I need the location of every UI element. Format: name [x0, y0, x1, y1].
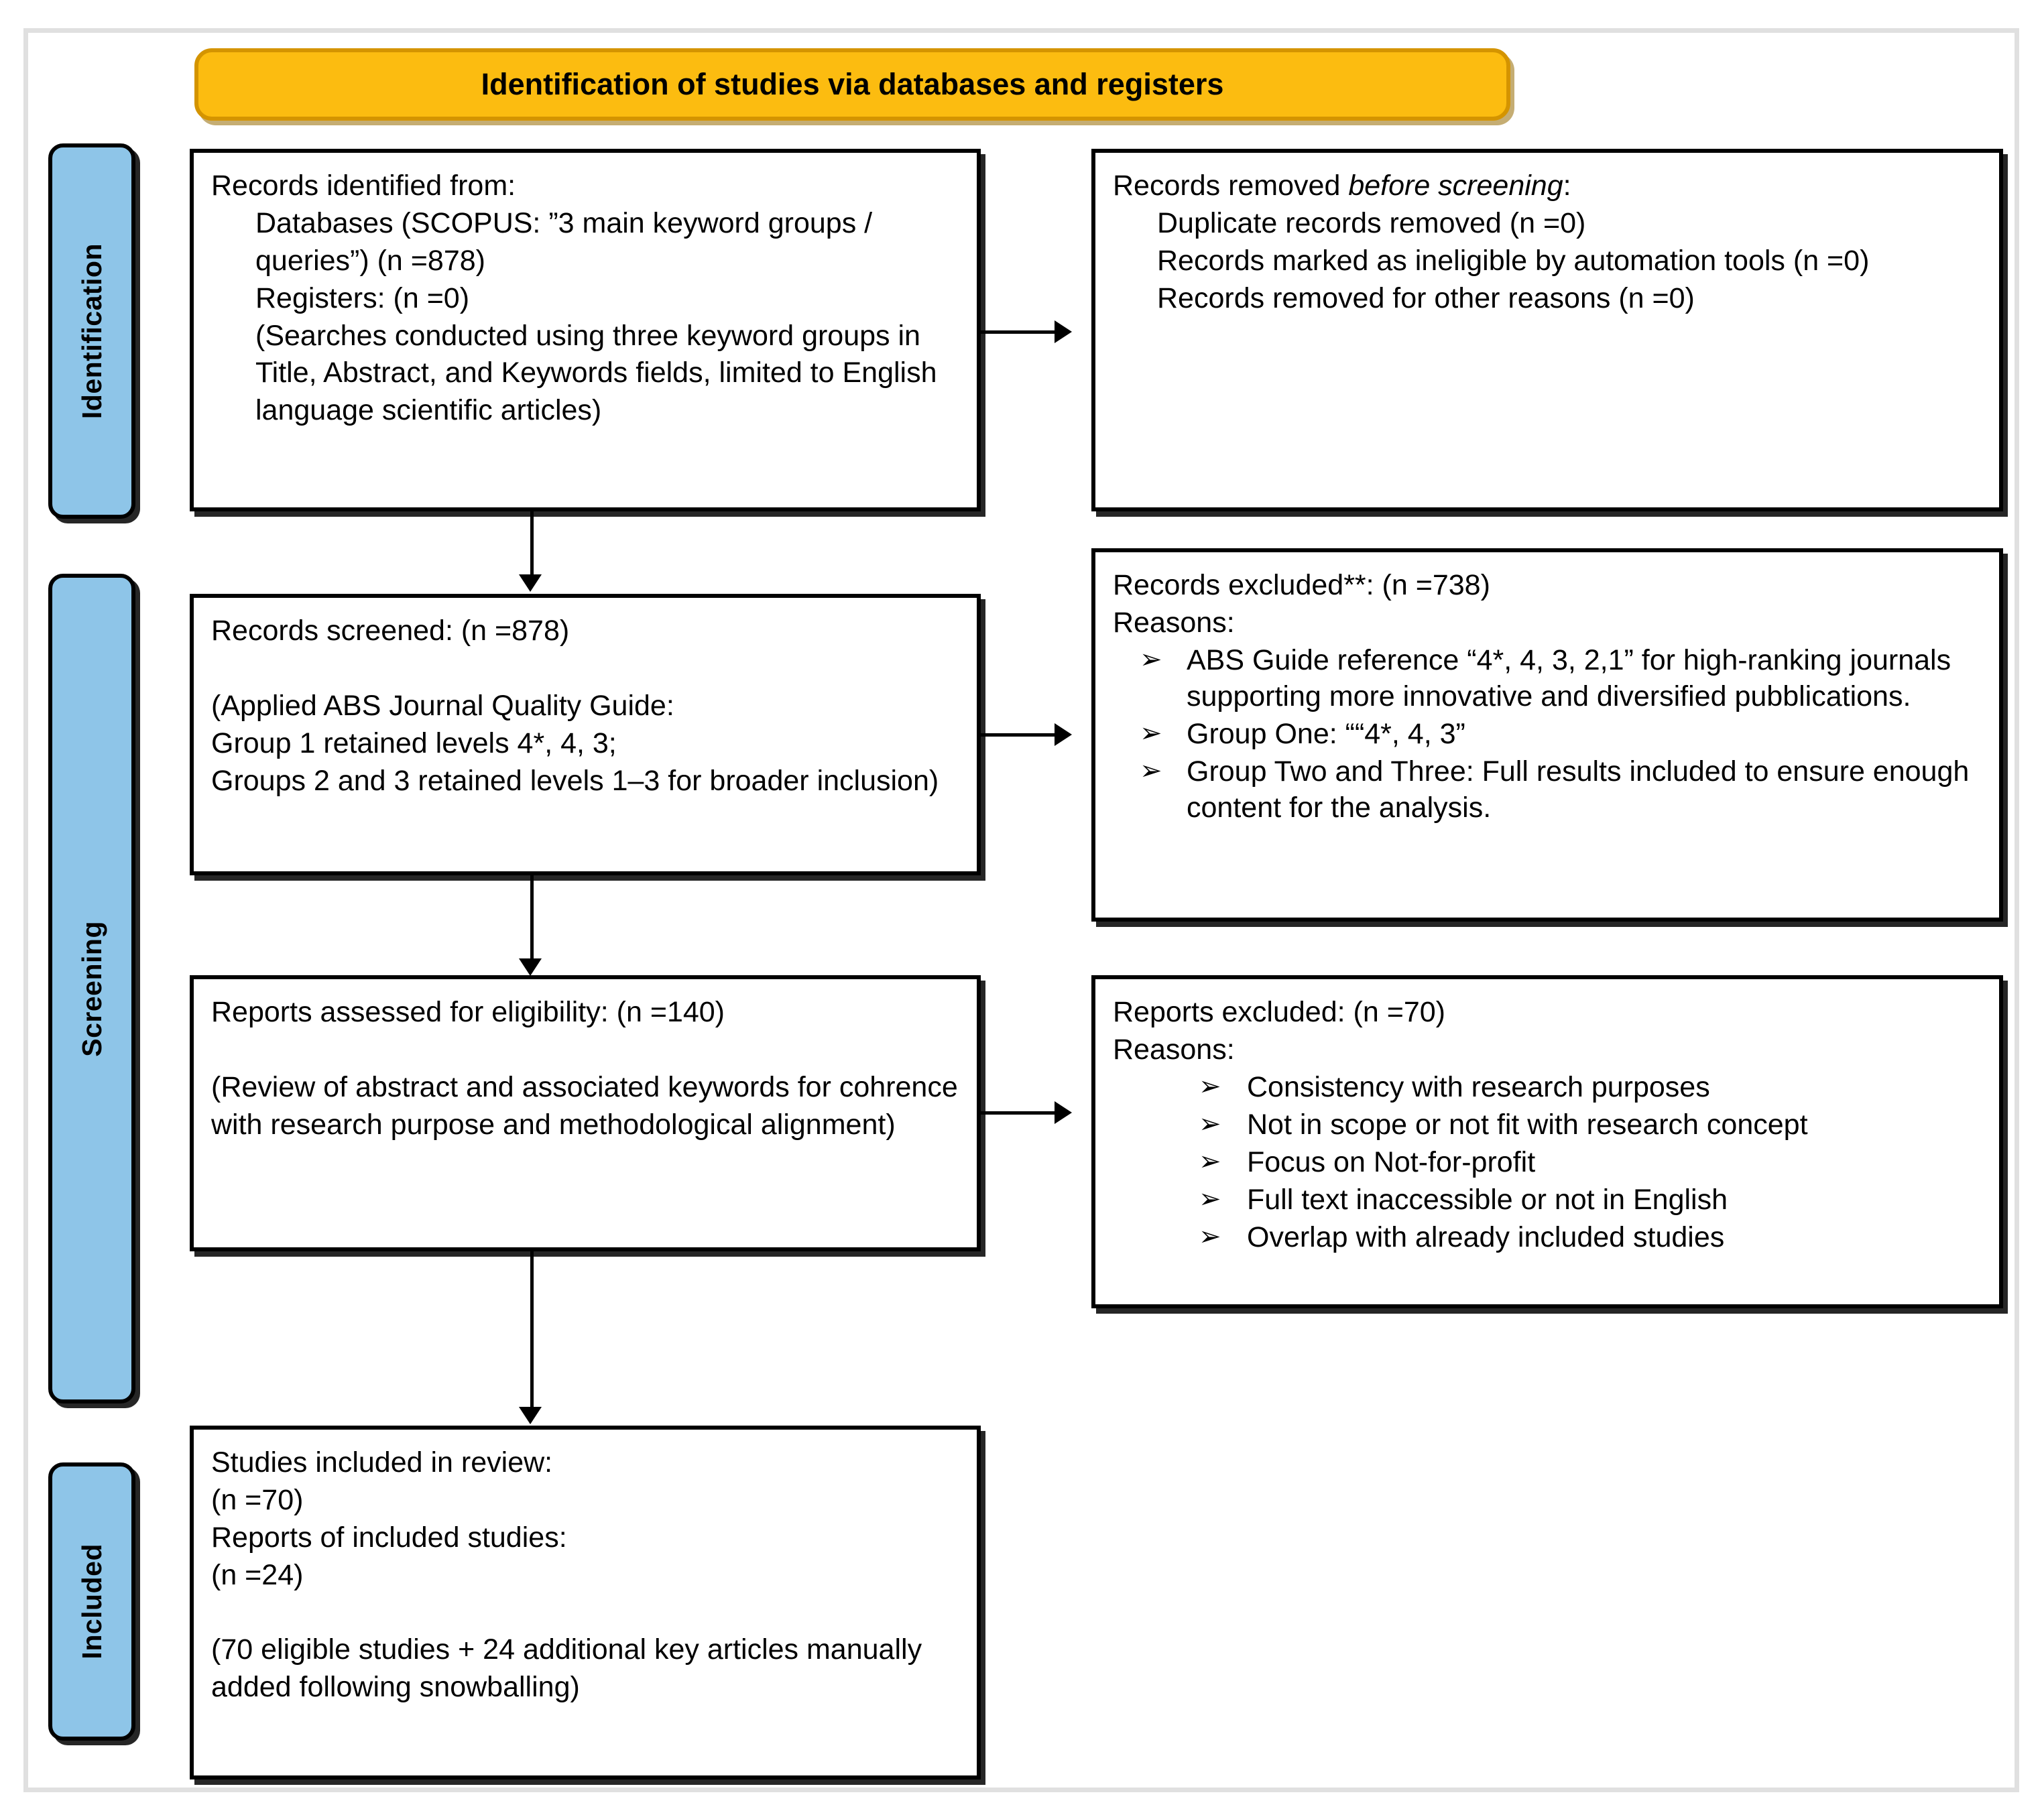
records-excluded-reasons-label: Reasons:: [1113, 606, 1235, 639]
records-identified-databases: Databases (SCOPUS: ”3 main keyword group…: [255, 206, 873, 277]
connector-eligibility-to-reports-excluded: [981, 1111, 1056, 1115]
bullet-arrow-icon: ➢: [1199, 1109, 1221, 1139]
records-removed-other: Records removed for other reasons (n =0): [1157, 282, 1695, 314]
records-screened-spacer: [211, 650, 959, 688]
records-removed-heading-suffix: :: [1563, 170, 1571, 202]
reports-excluded-reason-text: Not in scope or not fit with research co…: [1247, 1108, 1808, 1141]
records-removed-duplicates: Duplicate records removed (n =0): [1157, 206, 1586, 239]
records-excluded-reason-text: ABS Guide reference “4*, 4, 3, 2,1” for …: [1187, 643, 1951, 712]
reports-excluded-reason-text: Consistency with research purposes: [1247, 1070, 1710, 1103]
bullet-arrow-icon: ➢: [1199, 1222, 1221, 1252]
connector-identified-to-screened: [530, 511, 534, 576]
reports-excluded-reason-item: ➢ Overlap with already included studies: [1113, 1219, 1982, 1255]
diagram-title: Identification of studies via databases …: [481, 67, 1224, 101]
included-reports-count: (n =24): [211, 1558, 304, 1591]
bullet-arrow-icon: ➢: [1199, 1146, 1221, 1176]
included-studies-heading: Studies included in review:: [211, 1446, 553, 1479]
included-note: (70 eligible studies + 24 additional key…: [211, 1633, 922, 1704]
connector-screened-to-eligibility: [530, 875, 534, 961]
connector-eligibility-to-included: [530, 1251, 534, 1410]
eligibility-note: (Review of abstract and associated keywo…: [211, 1070, 958, 1141]
stage-tab-included-label: Included: [76, 1544, 107, 1660]
box-records-excluded: Records excluded**: (n =738) Reasons: ➢ A…: [1091, 548, 2003, 922]
records-identified-registers: Registers: (n =0): [255, 282, 470, 314]
records-excluded-reason-item: ➢ Group One: ““4*, 4, 3”: [1113, 716, 1982, 752]
records-excluded-reason-item: ➢ ABS Guide reference “4*, 4, 3, 2,1” for…: [1113, 642, 1982, 714]
records-removed-heading-prefix: Records removed: [1113, 170, 1349, 202]
records-removed-heading-emphasis: before screening: [1348, 170, 1563, 202]
records-excluded-reason-text: Group One: ““4*, 4, 3”: [1187, 718, 1465, 751]
box-records-removed-before-screening: Records removed before screening: Duplic…: [1091, 149, 2003, 511]
bullet-arrow-icon: ➢: [1199, 1184, 1221, 1214]
records-screened-note-3: Groups 2 and 3 retained levels 1–3 for b…: [211, 764, 939, 797]
records-identified-note: (Searches conducted using three keyword …: [255, 319, 937, 427]
records-removed-heading: Records removed before screening:: [1113, 168, 1982, 205]
eligibility-heading: Reports assessed for eligibility: (n =14…: [211, 996, 725, 1028]
reports-excluded-reason-item: ➢ Full text inaccessible or not in Englis…: [1113, 1182, 1982, 1218]
records-excluded-reason-item: ➢ Group Two and Three: Full results inclu…: [1113, 753, 1982, 826]
connector-screened-to-records-excluded: [981, 733, 1056, 737]
arrow-down-icon: [519, 958, 542, 976]
reports-excluded-reason-list: ➢ Consistency with research purposes ➢ Not…: [1113, 1069, 1982, 1256]
records-excluded-heading: Records excluded**: (n =738): [1113, 569, 1490, 601]
reports-excluded-reason-text: Full text inaccessible or not in English: [1247, 1184, 1728, 1216]
reports-excluded-reason-text: Focus on Not-for-profit: [1247, 1146, 1536, 1179]
eligibility-spacer: [211, 1031, 959, 1069]
records-screened-heading: Records screened: (n =878): [211, 615, 570, 647]
included-reports-heading: Reports of included studies:: [211, 1521, 567, 1554]
reports-excluded-reason-item: ➢ Not in scope or not fit with research c…: [1113, 1107, 1982, 1143]
arrow-right-icon: [1055, 723, 1072, 746]
stage-tab-screening-label: Screening: [76, 920, 107, 1057]
box-studies-included-in-review: Studies included in review: (n =70) Repo…: [190, 1426, 981, 1779]
included-studies-count: (n =70): [211, 1483, 304, 1516]
records-excluded-reason-list: ➢ ABS Guide reference “4*, 4, 3, 2,1” for…: [1113, 642, 1982, 826]
diagram-header-banner: Identification of studies via databases …: [194, 48, 1510, 121]
records-screened-note-2: Group 1 retained levels 4*, 4, 3;: [211, 727, 617, 759]
bullet-arrow-icon: ➢: [1140, 756, 1162, 786]
records-removed-automation: Records marked as ineligible by automati…: [1157, 244, 1870, 277]
reports-excluded-reason-text: Overlap with already included studies: [1247, 1221, 1725, 1254]
reports-excluded-reasons-label: Reasons:: [1113, 1033, 1235, 1066]
box-records-screened: Records screened: (n =878) (Applied ABS …: [190, 594, 981, 875]
stage-tab-screening: Screening: [48, 574, 135, 1403]
arrow-right-icon: [1055, 320, 1072, 343]
box-records-identified: Records identified from: Databases (SCOP…: [190, 149, 981, 511]
stage-tab-included: Included: [48, 1462, 135, 1741]
records-screened-note-1: (Applied ABS Journal Quality Guide:: [211, 689, 674, 722]
arrow-down-icon: [519, 574, 542, 592]
bullet-arrow-icon: ➢: [1140, 718, 1162, 748]
bullet-arrow-icon: ➢: [1199, 1071, 1221, 1101]
arrow-right-icon: [1055, 1101, 1072, 1124]
bullet-arrow-icon: ➢: [1140, 644, 1162, 674]
box-reports-excluded: Reports excluded: (n =70) Reasons: ➢ Cons…: [1091, 975, 2003, 1308]
included-spacer: [211, 1595, 959, 1632]
records-excluded-reason-text: Group Two and Three: Full results includ…: [1187, 755, 1970, 824]
reports-excluded-reason-item: ➢ Consistency with research purposes: [1113, 1069, 1982, 1105]
stage-tab-identification-label: Identification: [76, 243, 107, 420]
records-identified-heading: Records identified from:: [211, 170, 516, 202]
reports-excluded-reason-item: ➢ Focus on Not-for-profit: [1113, 1144, 1982, 1180]
arrow-down-icon: [519, 1407, 542, 1424]
box-reports-assessed-for-eligibility: Reports assessed for eligibility: (n =14…: [190, 975, 981, 1251]
reports-excluded-heading: Reports excluded: (n =70): [1113, 996, 1445, 1028]
connector-identified-to-removed: [981, 330, 1056, 334]
stage-tab-identification: Identification: [48, 143, 135, 519]
